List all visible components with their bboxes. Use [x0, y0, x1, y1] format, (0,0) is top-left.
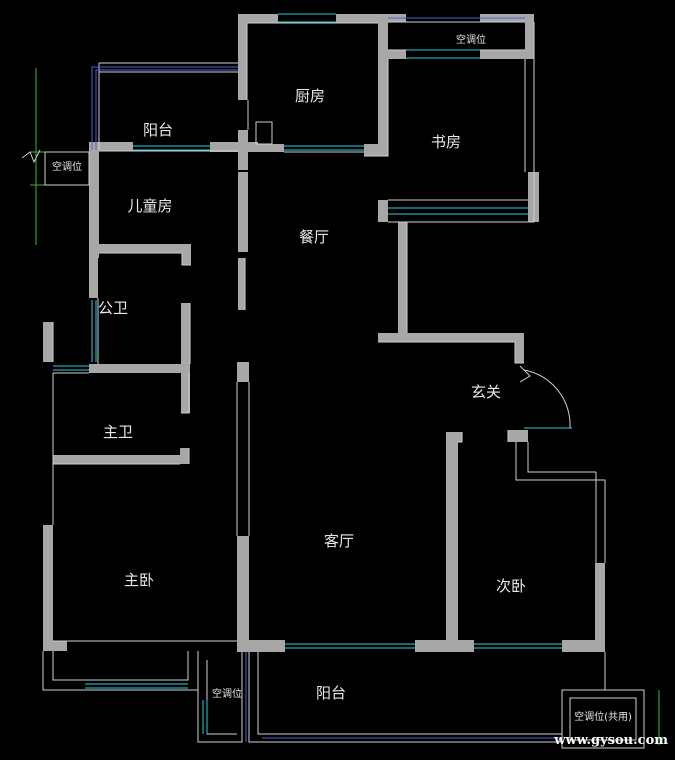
room-label-balcony-bottom: 阳台 — [316, 684, 346, 702]
railings — [91, 17, 562, 742]
room-label-study: 书房 — [431, 133, 461, 151]
room-label-master-bedroom: 主卧 — [124, 571, 154, 589]
watermark: www.gysou.com — [553, 733, 668, 748]
walls — [43, 14, 605, 652]
room-label-master-bath: 主卫 — [103, 423, 133, 441]
ac-label-bottom-right: 空调位(共用) — [574, 710, 632, 723]
ac-labels: 空调位 空调位 空调位 空调位(共用) — [52, 33, 632, 723]
room-label-dining: 餐厅 — [299, 228, 329, 246]
room-label-children-room: 儿童房 — [127, 197, 172, 215]
room-label-second-bedroom: 次卧 — [496, 577, 526, 595]
room-label-public-bath: 公卫 — [98, 299, 128, 317]
room-label-balcony-top: 阳台 — [143, 121, 173, 139]
ac-label-bottom: 空调位 — [212, 687, 242, 700]
windows — [53, 13, 572, 734]
ac-label-left: 空调位 — [52, 160, 82, 173]
room-labels: 厨房 书房 阳台 儿童房 餐厅 公卫 玄关 主卫 客厅 主卧 次卧 阳台 — [98, 87, 526, 702]
room-label-kitchen: 厨房 — [295, 87, 325, 105]
ac-label-top-right: 空调位 — [456, 33, 486, 46]
plan-lines — [42, 21, 645, 749]
room-label-entrance: 玄关 — [471, 383, 501, 401]
room-label-living: 客厅 — [324, 532, 354, 550]
